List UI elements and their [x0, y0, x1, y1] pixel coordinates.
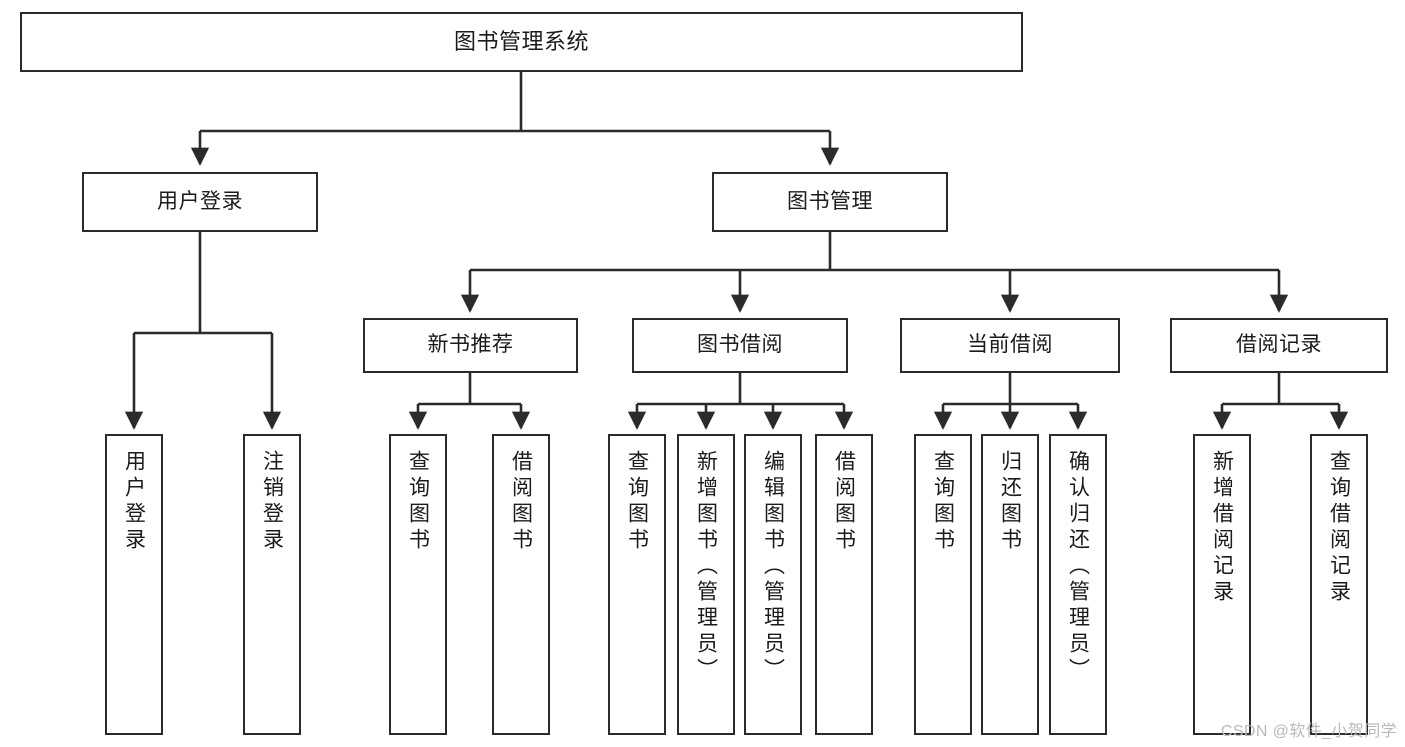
node-leaf-query-book-3[interactable]: 查询图书 [914, 434, 972, 735]
node-leaf-query-book-1[interactable]: 查询图书 [389, 434, 447, 735]
node-leaf-user-login-label: 用户登录 [122, 450, 146, 554]
node-book-borrow[interactable]: 图书借阅 [632, 318, 848, 373]
node-book-management-label: 图书管理 [787, 189, 873, 213]
node-leaf-query-book-2-label: 查询图书 [625, 450, 649, 554]
node-borrow-record[interactable]: 借阅记录 [1170, 318, 1388, 373]
node-current-borrow[interactable]: 当前借阅 [900, 318, 1120, 373]
node-leaf-user-login[interactable]: 用户登录 [105, 434, 163, 735]
node-leaf-add-record[interactable]: 新增借阅记录 [1193, 434, 1251, 735]
node-leaf-add-record-label: 新增借阅记录 [1210, 450, 1234, 606]
node-leaf-query-book-1-label: 查询图书 [406, 450, 430, 554]
node-book-borrow-label: 图书借阅 [697, 333, 783, 357]
node-new-book-recommend-label: 新书推荐 [427, 333, 514, 357]
node-leaf-borrow-book-2-label: 借阅图书 [832, 450, 856, 554]
node-leaf-confirm-return[interactable]: 确认归还（管理员） [1049, 434, 1107, 735]
node-leaf-add-book[interactable]: 新增图书（管理员） [677, 434, 735, 735]
node-leaf-query-record-label: 查询借阅记录 [1327, 450, 1351, 606]
node-leaf-query-book-3-label: 查询图书 [931, 450, 955, 554]
node-leaf-query-book-2[interactable]: 查询图书 [608, 434, 666, 735]
node-user-login-label: 用户登录 [157, 189, 243, 213]
node-leaf-add-book-label: 新增图书（管理员） [694, 450, 718, 684]
node-book-management[interactable]: 图书管理 [712, 172, 948, 232]
node-borrow-record-label: 借阅记录 [1236, 333, 1322, 357]
node-new-book-recommend[interactable]: 新书推荐 [363, 318, 578, 373]
node-leaf-borrow-book-2[interactable]: 借阅图书 [815, 434, 873, 735]
node-leaf-edit-book-label: 编辑图书（管理员） [761, 450, 785, 684]
node-current-borrow-label: 当前借阅 [967, 333, 1053, 357]
node-user-login[interactable]: 用户登录 [82, 172, 318, 232]
node-leaf-return-book[interactable]: 归还图书 [981, 434, 1039, 735]
node-leaf-query-record[interactable]: 查询借阅记录 [1310, 434, 1368, 735]
node-leaf-return-book-label: 归还图书 [998, 450, 1022, 554]
node-leaf-logout[interactable]: 注销登录 [243, 434, 301, 735]
csdn-watermark: CSDN @软件_小贺同学 [1220, 723, 1397, 740]
node-leaf-edit-book[interactable]: 编辑图书（管理员） [744, 434, 802, 735]
node-root-label: 图书管理系统 [453, 28, 589, 54]
node-leaf-borrow-book-1[interactable]: 借阅图书 [492, 434, 550, 735]
node-leaf-confirm-return-label: 确认归还（管理员） [1066, 450, 1090, 684]
node-root[interactable]: 图书管理系统 [20, 12, 1023, 72]
node-leaf-logout-label: 注销登录 [260, 450, 284, 554]
node-leaf-borrow-book-1-label: 借阅图书 [509, 450, 533, 554]
